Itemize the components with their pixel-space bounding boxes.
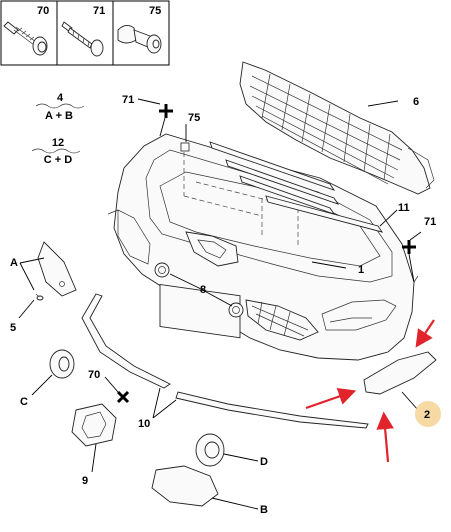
clip-alignment-lines (180, 142, 299, 246)
highlight-arrows (305, 319, 435, 463)
kit-4: 4 A + B (35, 92, 85, 122)
callout-6: 6 (413, 96, 419, 108)
svg-text:12: 12 (52, 137, 64, 149)
screw-with-washer-icon (3, 21, 48, 56)
lower-trim-part-10 (81, 293, 369, 429)
callout-A: A (10, 257, 18, 269)
callout-71-right: 71 (424, 216, 436, 228)
callout-2: 2 (424, 409, 430, 421)
legend-ref-75: 75 (149, 5, 161, 17)
part-2-highlight (415, 401, 441, 427)
cover-part-B (151, 465, 219, 507)
callout-70: 70 (88, 369, 100, 381)
callout-8: 8 (200, 284, 206, 296)
svg-text:A + B: A + B (45, 110, 73, 122)
arrow-left (305, 388, 357, 410)
arrow-upper (415, 319, 435, 348)
callout-9: 9 (82, 475, 88, 487)
callout-D: D (260, 456, 268, 468)
callout-C: C (20, 396, 28, 408)
svg-text:C + D: C + D (44, 154, 72, 166)
clip-part-5 (35, 293, 44, 301)
ring-part-D (195, 433, 225, 467)
callout-71-top: 71 (122, 94, 134, 106)
leader-lines (18, 98, 422, 510)
fastener-legend: 70 71 75 (0, 0, 170, 66)
emblem-part-9 (71, 403, 117, 447)
callout-75: 75 (188, 112, 200, 124)
callout-11: 11 (398, 202, 410, 214)
fog-lamp-cover-left-part-A (37, 241, 77, 297)
legend-ref-70: 70 (37, 5, 49, 17)
front-bumper-part-1 (107, 133, 419, 361)
callout-1: 1 (358, 264, 364, 276)
kit-12: 12 C + D (31, 137, 81, 166)
plastic-rivet-clip-icon (117, 25, 162, 54)
screw-symbol-71-right (402, 240, 416, 254)
legend-ref-71: 71 (93, 5, 105, 17)
screw-symbol-70 (116, 390, 130, 404)
arrow-lower (376, 411, 394, 463)
screw-symbol-71-top (159, 104, 173, 118)
callout-10: 10 (138, 418, 150, 430)
callout-labels: 71 75 6 11 71 1 A 8 5 C 70 10 9 D B 2 (10, 94, 436, 516)
self-tapping-screw-icon (61, 21, 104, 57)
callout-B: B (260, 504, 268, 516)
trim-ring-part-C (49, 349, 75, 379)
headlamp-washer-cover-part-2 (363, 351, 437, 395)
svg-text:4: 4 (57, 92, 64, 104)
callout-5: 5 (10, 322, 16, 334)
chrome-strips-part-11 (209, 141, 384, 233)
upper-grille-part-6 (239, 61, 435, 195)
